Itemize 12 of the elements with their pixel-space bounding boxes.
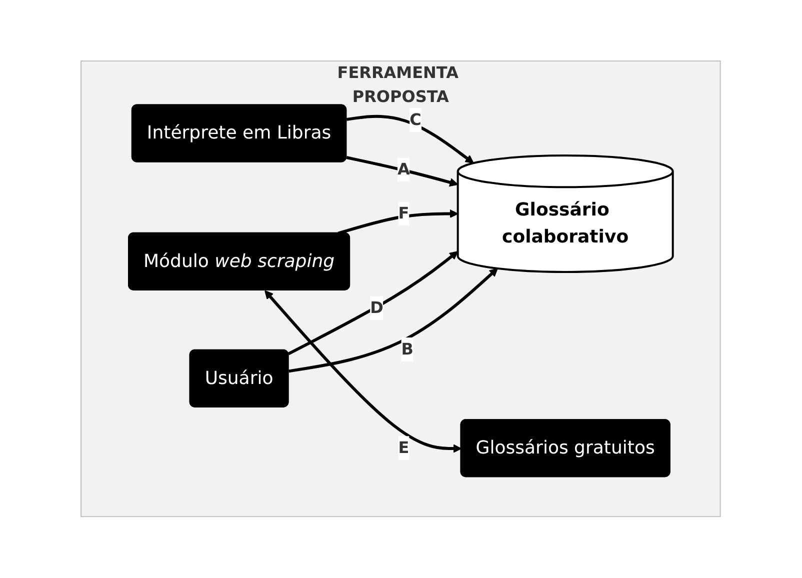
arrow xyxy=(288,251,459,356)
arrow xyxy=(346,156,459,187)
arrow xyxy=(346,115,474,164)
edge-label: E xyxy=(398,438,410,458)
edge-label: C xyxy=(410,110,422,130)
edge-label: B xyxy=(402,340,414,359)
edge-label: F xyxy=(398,204,410,223)
edge-label: A xyxy=(398,160,410,179)
edge-label: D xyxy=(370,298,384,318)
arrow xyxy=(288,268,498,373)
arrow xyxy=(264,290,462,454)
arrow xyxy=(338,210,459,235)
